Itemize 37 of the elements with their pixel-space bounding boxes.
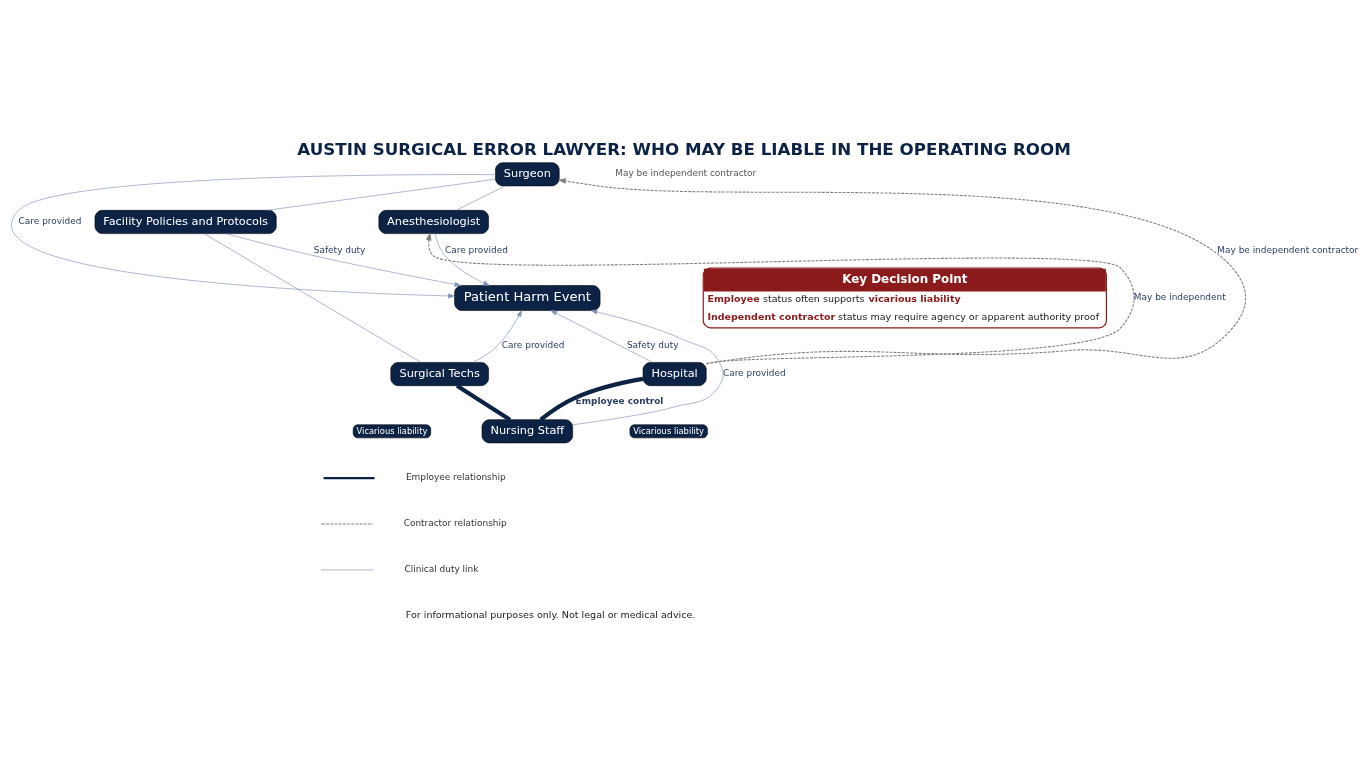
connector [455,185,506,211]
edge-label: Care provided [18,215,82,226]
arrow [225,232,462,287]
edge-label: Safety duty [626,339,679,350]
arrow [11,173,496,298]
connector [455,383,512,421]
legend-label: Employee relationship [405,471,506,482]
arrow [557,177,1247,364]
node-box: Hospital [642,361,707,386]
edge-label: May be independent contractor [1217,244,1359,255]
node-box: Surgeon [495,161,560,186]
arrow [550,309,654,363]
connector [539,376,644,421]
node-box: Nursing Staff [481,418,573,443]
node-box: Vicarious liability [352,423,432,438]
edge-label: Care provided [501,339,565,350]
node-box: Anesthesiologist [378,209,489,234]
arrow [572,309,724,425]
edge-label: Safety duty [313,244,366,255]
legend-label: Contractor relationship [403,517,507,528]
connector [203,232,422,363]
node-box: Vicarious liability [629,423,708,438]
edge-label: Care provided [722,367,786,378]
arrow [425,231,1135,364]
connector [266,178,496,211]
arrow [434,232,490,286]
caption: For informational purposes only. Not legal or medical advice. [405,608,696,620]
edge-label: May be independent [1133,291,1226,302]
node-box: Patient Harm Event [454,284,601,311]
diagram-title: AUSTIN SURGICAL ERROR LAWYER: WHO MAY BE LIABLE IN THE OPERATING ROOM [297,139,1071,159]
edge-label: Care provided [445,244,508,255]
label: May be independent contractor [615,167,757,178]
arrow [472,309,523,363]
node-box: Facility Policies and Protocols [94,209,277,234]
edge-label: Employee control [575,395,664,406]
node-box: Surgical Techs [390,361,489,386]
legend-label: Clinical duty link [404,563,479,574]
